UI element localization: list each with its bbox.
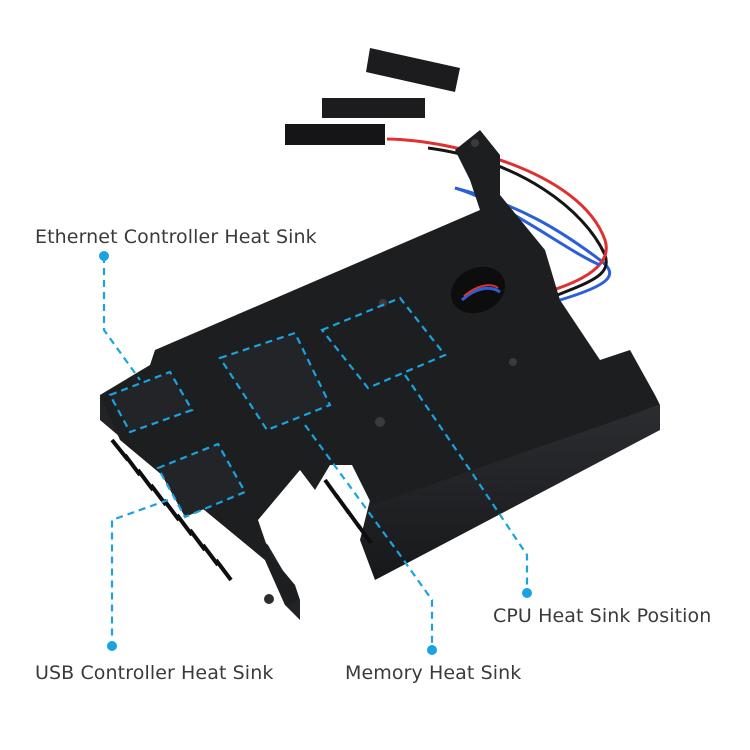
jumper-connectors [285, 48, 460, 145]
screw-icon [509, 358, 517, 366]
screw-icon [471, 139, 479, 147]
heat-sink-body [100, 130, 660, 620]
screw-icon [375, 417, 385, 427]
usb-heat-sink-label: USB Controller Heat Sink [35, 662, 274, 684]
screw-icon [264, 594, 274, 604]
cpu-heat-sink-label: CPU Heat Sink Position [493, 605, 712, 627]
callout-dots [99, 251, 532, 655]
memory-heat-sink-label: Memory Heat Sink [345, 662, 522, 684]
ethernet-heat-sink-label: Ethernet Controller Heat Sink [35, 226, 317, 248]
callout-lines [102, 256, 529, 645]
